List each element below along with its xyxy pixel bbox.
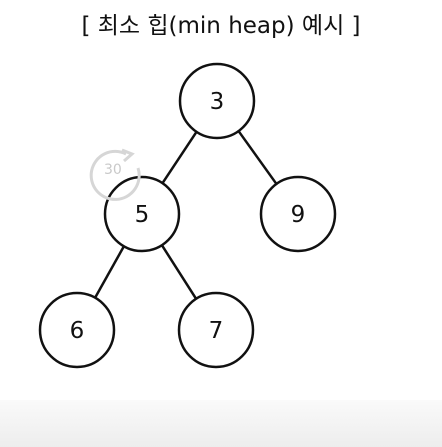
replay-icon bbox=[89, 148, 141, 201]
replay-seconds-label: 30 bbox=[104, 162, 122, 178]
node-value-label: 9 bbox=[291, 202, 306, 228]
node-circle bbox=[178, 62, 256, 140]
nodes-layer: 3 5 9 6 7 bbox=[38, 62, 337, 369]
node-circle bbox=[177, 291, 255, 369]
heap-node-right: 9 bbox=[259, 175, 337, 253]
heap-node-left-right: 7 bbox=[177, 291, 255, 369]
heap-node-left: 5 bbox=[103, 175, 181, 253]
bottom-strip bbox=[0, 400, 442, 447]
node-circle bbox=[259, 175, 337, 253]
node-value-label: 5 bbox=[135, 202, 150, 228]
edge-root-to-left bbox=[161, 131, 198, 184]
node-circle bbox=[103, 175, 181, 253]
node-circle bbox=[38, 291, 116, 369]
edge-root-to-right bbox=[237, 130, 278, 185]
page-title: [ 최소 힙(min heap) 예시 ] bbox=[81, 13, 361, 39]
edges-layer bbox=[93, 130, 278, 300]
heap-node-left-left: 6 bbox=[38, 291, 116, 369]
edge-left-to-left-left bbox=[93, 245, 126, 299]
node-value-label: 7 bbox=[209, 318, 224, 344]
heap-node-root: 3 bbox=[178, 62, 256, 140]
edge-left-to-left-right bbox=[160, 244, 198, 300]
replay-30-overlay[interactable]: 30 bbox=[86, 146, 148, 202]
node-value-label: 6 bbox=[70, 318, 85, 344]
node-value-label: 3 bbox=[210, 89, 225, 115]
